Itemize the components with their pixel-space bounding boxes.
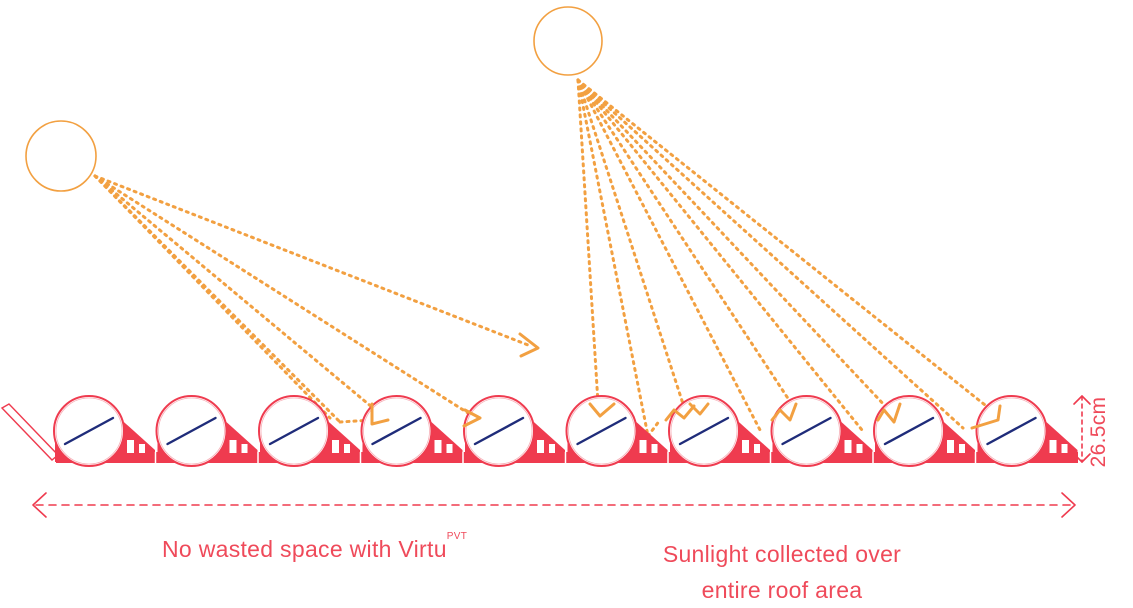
sunlight-ray <box>93 174 470 415</box>
absorber-plate <box>883 416 935 446</box>
sunlight-ray <box>93 174 530 347</box>
collector-module <box>359 395 463 467</box>
collector-module <box>667 395 770 467</box>
absorber-plate <box>781 416 832 446</box>
roof-base <box>56 452 1078 463</box>
reflection-chevron <box>462 408 482 428</box>
collector-module <box>257 395 360 467</box>
collector-tube-inner <box>978 397 1045 465</box>
roof-edge-flashing <box>0 403 60 461</box>
collector-module <box>974 395 1078 467</box>
support-slot <box>229 440 237 453</box>
support-slot <box>537 440 544 453</box>
caption-left-superscript: PVT <box>446 531 468 542</box>
width-arrow-right-head <box>1061 492 1076 518</box>
collector-tube-inner <box>55 397 123 465</box>
support-slot <box>1061 444 1068 453</box>
reflection-chevron <box>370 402 390 426</box>
collector-module <box>872 395 975 467</box>
collector-tube-inner <box>465 397 533 465</box>
dimension-arrows <box>32 395 1091 518</box>
sunlight-ray <box>646 418 662 438</box>
reflection-chevron <box>588 402 616 418</box>
support-slot <box>959 444 965 453</box>
roof-collectors <box>0 395 1078 467</box>
support-slot <box>639 440 647 453</box>
caption-sunlight-collected: Sunlight collected over entire roof area <box>612 536 952 608</box>
support-slot <box>241 444 248 453</box>
width-arrow-left-head <box>32 492 47 518</box>
support-slot <box>754 444 760 453</box>
support-slot <box>844 440 852 453</box>
suns <box>25 6 603 192</box>
reflection-chevron <box>518 332 540 358</box>
collector-tube-inner <box>260 397 328 465</box>
absorber-plate <box>986 416 1037 446</box>
absorber-plate <box>166 416 217 446</box>
support-slot <box>446 444 453 453</box>
collector-tube-inner <box>773 397 840 465</box>
support-slot <box>434 440 442 453</box>
collector-module <box>154 395 258 467</box>
absorber-plate <box>576 416 627 446</box>
sunlight-ray <box>576 78 687 412</box>
caption-right-line1: Sunlight collected over <box>662 541 902 567</box>
reflection-chevron <box>664 404 696 422</box>
collector-module <box>462 395 565 467</box>
collector-module <box>769 395 873 467</box>
support-slot <box>651 444 658 453</box>
support-slot <box>1049 440 1057 453</box>
reflection-chevron <box>688 402 710 416</box>
reflection-markers <box>370 332 1002 430</box>
caption-right-line2: entire roof area <box>701 577 863 603</box>
collector-tube-inner <box>568 397 635 465</box>
sunlight-ray <box>576 78 795 408</box>
support-slot <box>856 444 863 453</box>
support-slot <box>549 444 555 453</box>
absorber-plate <box>371 416 422 446</box>
sunlight-ray <box>576 78 762 432</box>
support-slot <box>332 440 339 453</box>
reflection-chevron <box>770 402 798 422</box>
sunlight-ray <box>576 78 864 432</box>
absorber-plate <box>63 416 115 446</box>
sunlight-ray <box>576 78 992 411</box>
height-dimension-label: 26.5cm <box>1087 396 1110 468</box>
reflection-chevron <box>970 404 1002 430</box>
sun-right <box>533 6 603 76</box>
collector-module <box>564 395 668 467</box>
absorber-plate <box>678 416 730 446</box>
height-arrow-top-head <box>1073 395 1091 405</box>
collector-tube-inner <box>158 397 225 465</box>
sunlight-ray <box>576 78 965 430</box>
support-slot <box>742 440 749 453</box>
collector-tube-inner <box>670 397 738 465</box>
reflection-chevron <box>876 402 902 424</box>
height-arrow-bottom-head <box>1073 453 1091 463</box>
sunlight-ray <box>93 174 332 420</box>
sunlight-ray <box>93 174 387 420</box>
collector-tube-inner <box>875 397 943 465</box>
absorber-plate <box>268 416 320 446</box>
support-slot <box>139 444 145 453</box>
collector-tube-inner <box>363 397 430 465</box>
sunlight-ray <box>576 78 600 405</box>
support-slot <box>127 440 134 453</box>
caption-left-main: No wasted space with Virtu <box>162 536 447 562</box>
sun-left <box>25 120 97 192</box>
support-slot <box>947 440 954 453</box>
collector-module <box>53 395 155 467</box>
sunlight-rays <box>93 78 992 438</box>
sunlight-ray <box>576 78 650 438</box>
absorber-plate <box>473 416 525 446</box>
caption-no-wasted-space: No wasted space with VirtuPVT <box>162 532 467 563</box>
sunlight-ray <box>576 78 890 411</box>
support-slot <box>344 444 350 453</box>
